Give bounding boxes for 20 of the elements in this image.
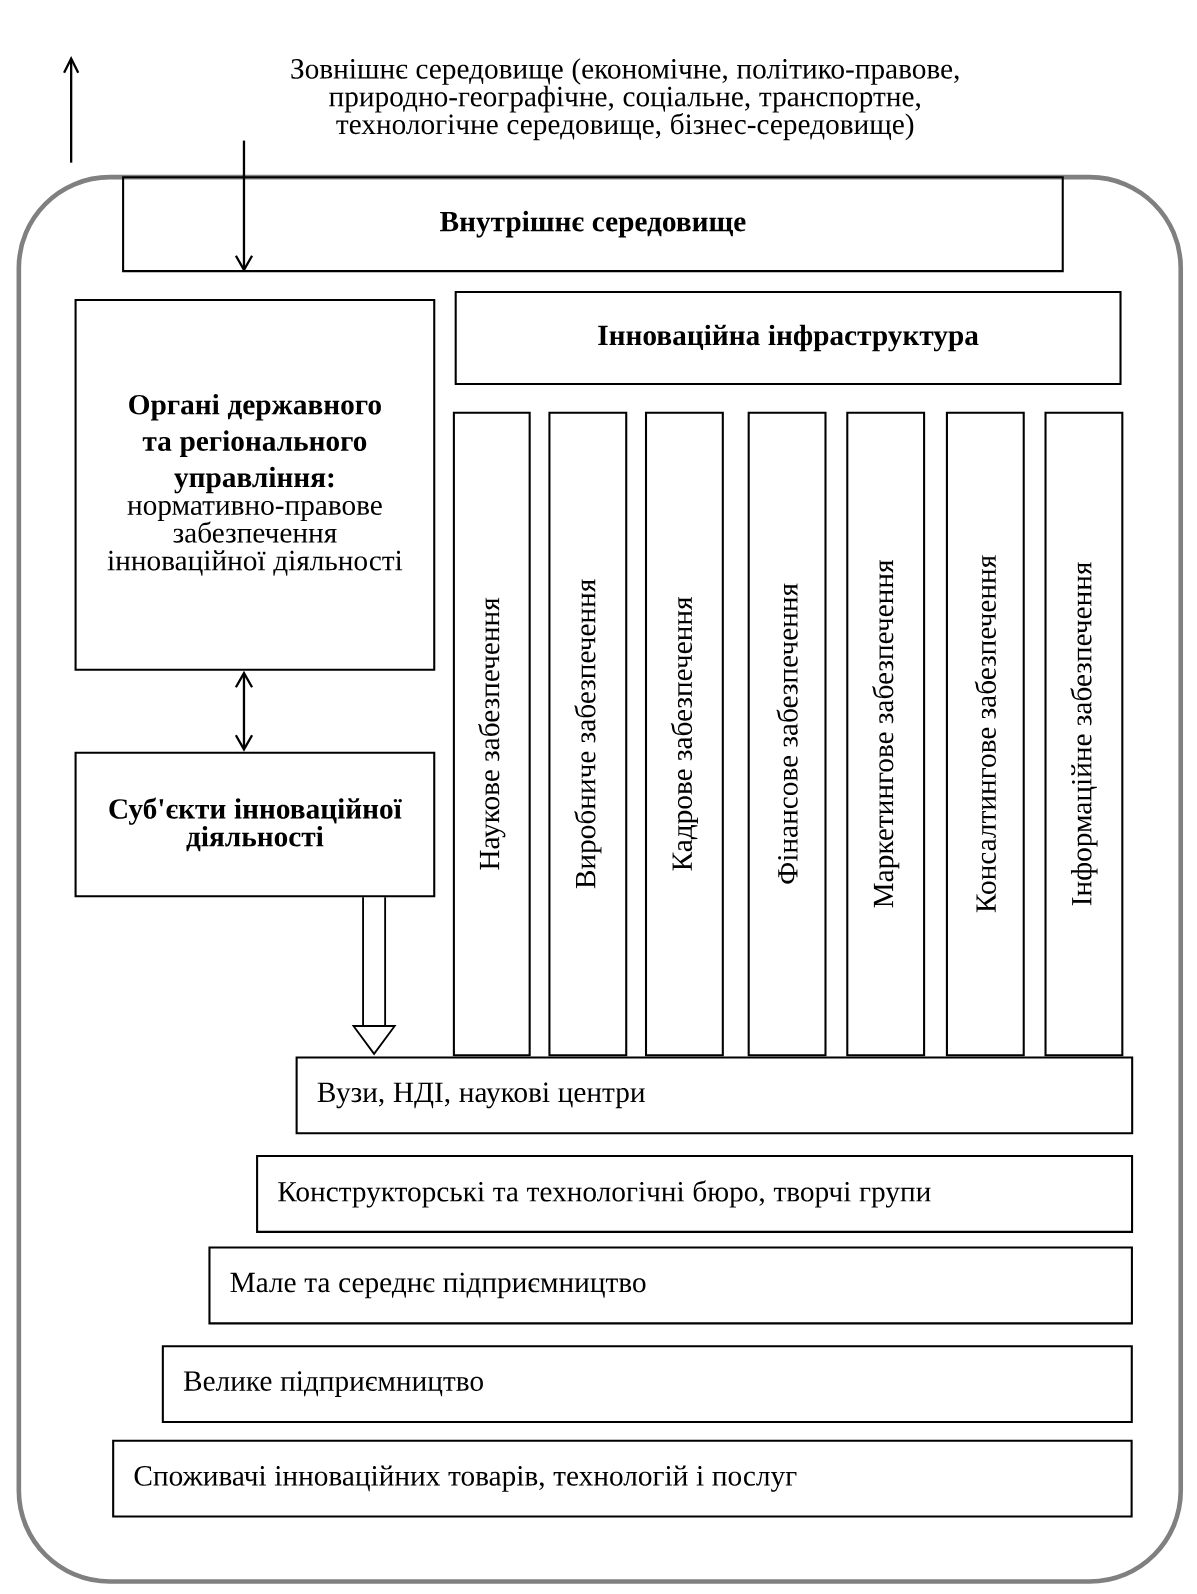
participant-box: Вузи, НДІ, наукові центри — [295, 1056, 1134, 1135]
participant-box: Мале та середнє підприємництво — [208, 1246, 1134, 1325]
support-box: Наукове забезпечення — [453, 411, 531, 1057]
participant-box: Споживачі інноваційних товарів, технологій і послуг — [112, 1439, 1133, 1518]
support-box: Маркетингове забезпечення — [846, 411, 926, 1057]
support-box: Консалтингове забезпечення — [946, 411, 1025, 1057]
heading-box: Суб'єкти інноваційної діяльності — [74, 751, 436, 898]
participant-box: Конструкторські та технологічні бюро, творчі групи — [256, 1155, 1134, 1233]
heading-box: Внутрішнє середовище — [122, 176, 1065, 273]
support-box: Фінансове забезпечення — [747, 411, 827, 1057]
heading-box: Інноваційна інфраструктура — [454, 291, 1122, 386]
authority-box: Органі державного та регіонального управління: нормативно-правове забезпечення інноваційної діяльності — [74, 298, 436, 671]
support-box: Інформаційне забезпечення — [1044, 411, 1124, 1057]
support-box: Виробниче забезпечення — [548, 411, 628, 1057]
arrow — [235, 670, 254, 752]
rounded-frame — [16, 174, 1184, 1584]
participant-box: Велике підприємництво — [162, 1345, 1134, 1423]
environment-text: Зовнішнє середовище (економічне, політико-правове, природно-географічне, соціальне, транспортне, технологічне середовище, бізнес-середовище) — [291, 58, 959, 141]
arrow — [235, 140, 254, 273]
support-box: Кадрове забезпечення — [645, 411, 725, 1057]
